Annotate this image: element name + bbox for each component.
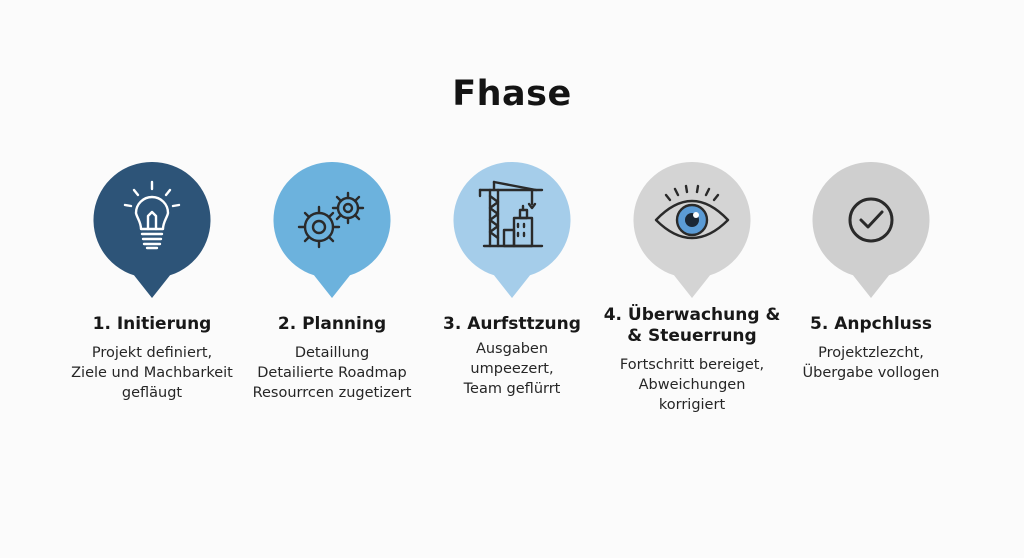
lightbulb-icon	[123, 180, 181, 250]
construction-crane-icon	[478, 180, 544, 248]
checkmark-icon	[848, 197, 894, 243]
page-title: Fhase	[452, 74, 572, 114]
phase-description: Projekt definiert, Ziele und Machbarkeit…	[71, 345, 233, 401]
phase-title: 3. Aurfsttzung	[443, 314, 581, 334]
gears-icon	[297, 191, 365, 249]
phase-monitoring: 4. Überwachung & & Steuerrung Fortschrit…	[597, 160, 787, 415]
phase-title: 2. Planning	[277, 314, 387, 334]
phase-description: Ausgaben umpeezert, Team geflürrt	[463, 341, 561, 397]
phase-title: 4. Überwachung & & Steuerrung	[603, 305, 781, 346]
phase-description: Detaillung Detailierte Roadmap Resourrce…	[252, 345, 412, 401]
phase-initiation: 1. Initierung Projekt definiert, Ziele u…	[57, 160, 247, 403]
phase-planning: 2. Planning Detaillung Detailierte Roadm…	[237, 160, 427, 403]
phase-execution: 3. Aurfsttzung Ausgaben umpeezert, Team …	[417, 160, 607, 399]
phase-closure: 5. Anpchluss Projektzlezcht, Übergabe vo…	[776, 160, 966, 383]
phase-marker	[632, 160, 752, 300]
phase-title: 1. Initierung	[92, 314, 212, 334]
phase-description: Projektzlezcht, Übergabe vollogen	[802, 345, 940, 381]
phase-title: 5. Anpchluss	[810, 314, 932, 334]
pin-bubble	[812, 161, 930, 298]
phase-marker	[811, 160, 931, 300]
phase-marker	[92, 160, 212, 300]
phase-marker	[272, 160, 392, 300]
eye-icon	[654, 184, 730, 240]
phase-description: Fortschritt bereiget, Abweichungen korri…	[619, 357, 765, 413]
phase-marker	[452, 160, 572, 300]
